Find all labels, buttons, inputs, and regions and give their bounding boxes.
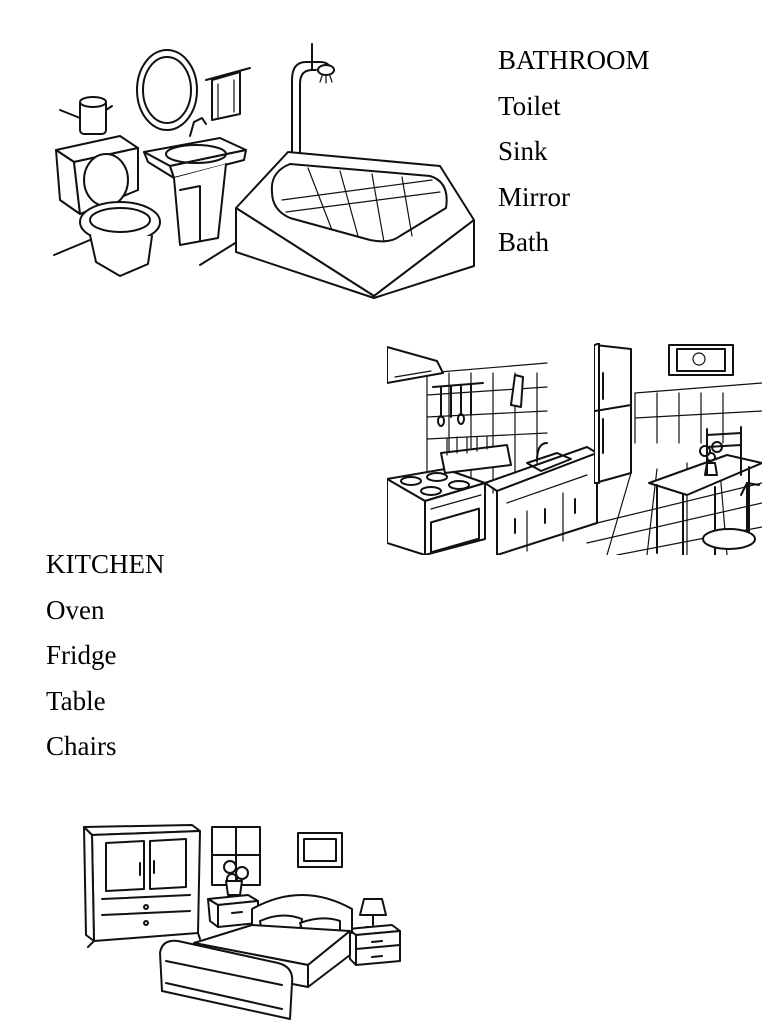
bedroom-illustration (82, 815, 404, 1024)
bathroom-heading: BATHROOM (498, 45, 650, 75)
utensils-icon (433, 383, 483, 426)
wall-picture-icon (298, 833, 342, 867)
bathtub-icon (236, 152, 474, 298)
kitchen-word-chairs: Chairs (46, 731, 117, 761)
kitchen-word-fridge: Fridge (46, 640, 117, 670)
bathroom-word-sink: Sink (498, 136, 548, 166)
shower-icon (292, 44, 334, 160)
wardrobe-icon (84, 825, 200, 947)
kitchen-word-table: Table (46, 685, 106, 716)
toilet-icon (56, 136, 160, 276)
bed-icon (160, 895, 352, 1019)
dish-rack-icon (441, 437, 511, 473)
lamp-icon (360, 899, 386, 927)
picture-frame-icon (669, 345, 733, 375)
bathroom-word-toilet: Toilet (498, 90, 561, 121)
range-hood-icon (387, 347, 443, 383)
floor-tiles (587, 459, 762, 555)
tea-towel-icon (511, 375, 523, 407)
nightstand-right-icon (348, 925, 400, 965)
bathroom-word-bath: Bath (498, 227, 549, 257)
kitchen-word-oven: Oven (46, 594, 105, 625)
fridge-icon (595, 343, 631, 483)
nightstand-left-icon (208, 895, 258, 927)
bathroom-word-list: BATHROOM Toilet Sink Mirror Bath (498, 38, 650, 266)
kitchen-illustration (387, 343, 762, 555)
bathroom-illustration (50, 40, 482, 300)
chair-icon (703, 427, 759, 555)
toilet-paper-icon (60, 97, 112, 134)
sink-icon (144, 118, 246, 245)
wall-tiles (427, 363, 762, 493)
towel-icon (206, 68, 250, 120)
mirror-icon (137, 50, 197, 130)
kitchen-word-list: KITCHEN Oven Fridge Table Chairs (46, 542, 164, 770)
kitchen-counter-icon (485, 443, 597, 555)
bathroom-word-mirror: Mirror (498, 181, 570, 212)
kitchen-heading: KITCHEN (46, 549, 165, 579)
oven-icon (387, 479, 485, 555)
